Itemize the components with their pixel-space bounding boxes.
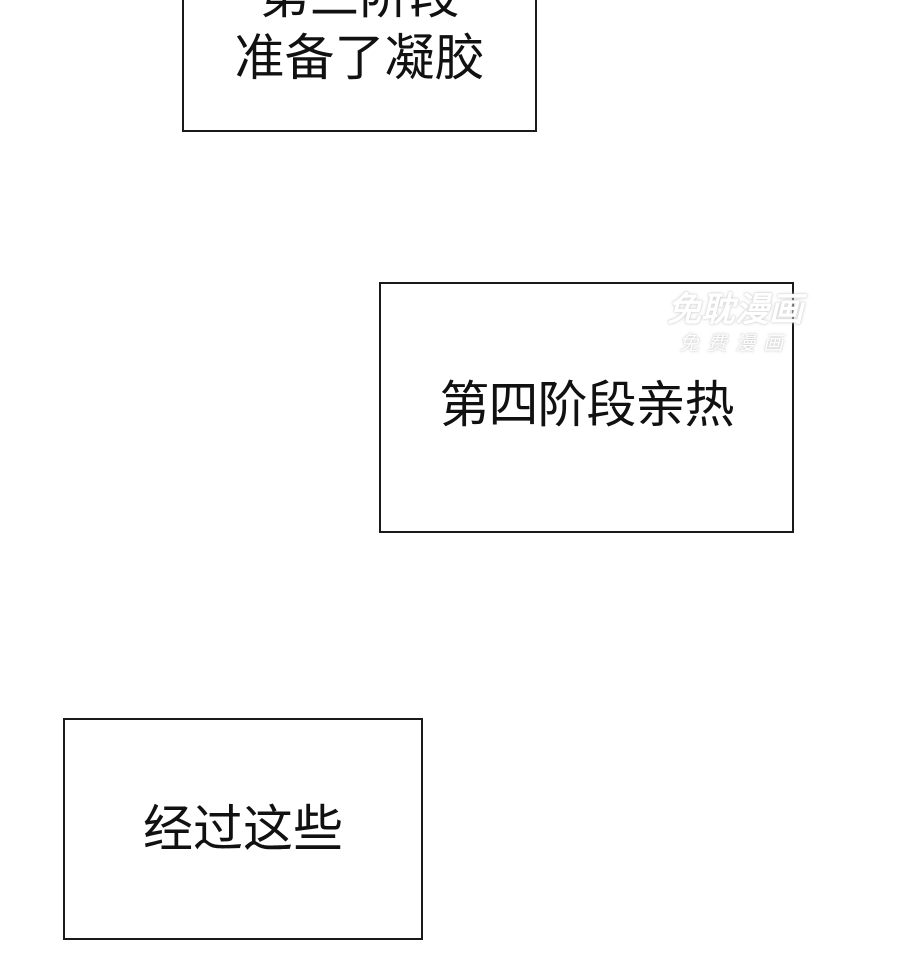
caption-text: 第四阶段亲热 [439,376,735,434]
caption-text: 经过这些 [143,800,343,858]
caption-box-stage-three: 第三阶段 准备了凝胶 [182,0,537,132]
caption-box-stage-four: 第四阶段亲热 [379,282,794,533]
watermark-title: 免耽漫画 [667,290,803,330]
caption-box-after-these: 经过这些 [63,718,423,940]
watermark-subtitle: 免费漫画 [679,331,791,355]
watermark: 免耽漫画 免费漫画 [650,290,820,356]
caption-text: 准备了凝胶 [234,29,485,87]
caption-text: 第三阶段 [184,0,535,27]
